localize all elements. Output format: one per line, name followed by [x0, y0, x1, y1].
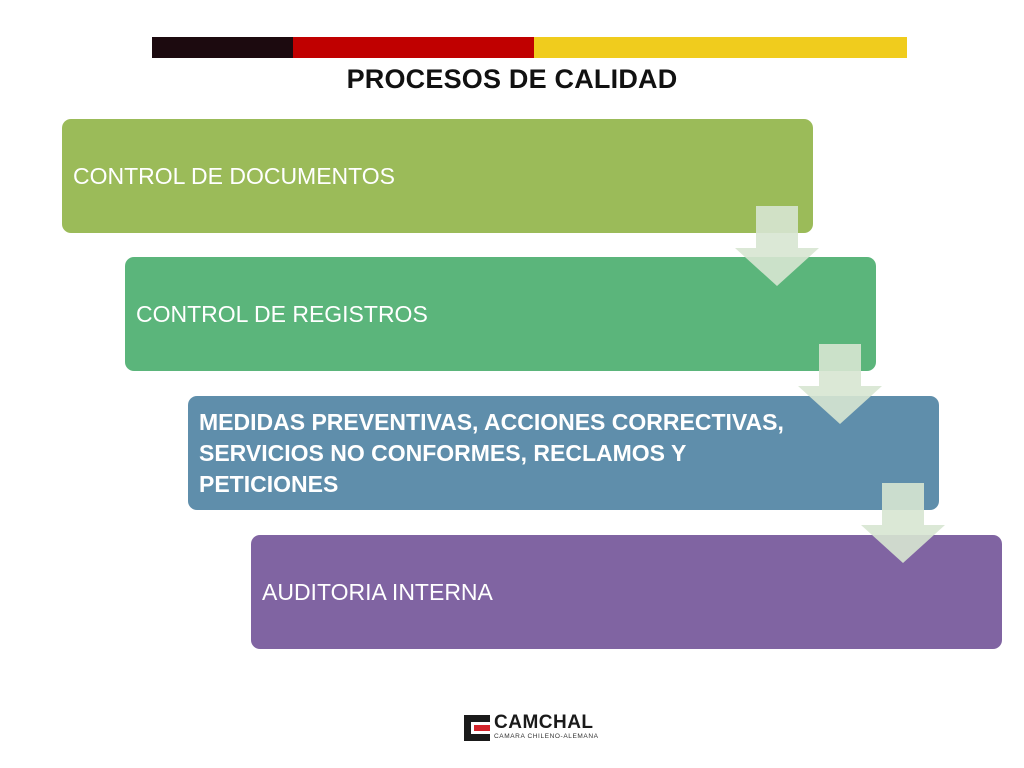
process-step-label: MEDIDAS PREVENTIVAS, ACCIONES CORRECTIVA… [199, 408, 784, 497]
process-step-control-registros: CONTROL DE REGISTROS [125, 257, 876, 371]
process-step-medidas-preventivas: MEDIDAS PREVENTIVAS, ACCIONES CORRECTIVA… [188, 396, 939, 510]
flag-gold-segment [534, 37, 907, 58]
process-step-label: AUDITORIA INTERNA [262, 578, 493, 605]
page-title: PROCESOS DE CALIDAD [346, 64, 678, 94]
process-step-label: CONTROL DE REGISTROS [136, 300, 428, 327]
process-step-label: CONTROL DE DOCUMENTOS [73, 162, 396, 189]
down-arrow-icon [735, 206, 819, 286]
logo-tagline: CAMARA CHILENO-ALEMANA [494, 733, 599, 740]
down-arrow-icon [861, 483, 945, 563]
down-arrow-icon [798, 344, 882, 424]
flag-black-segment [152, 37, 293, 58]
camchal-logo: CAMCHAL CAMARA CHILENO-ALEMANA [464, 712, 599, 741]
logo-brand-name: CAMCHAL [494, 712, 594, 733]
flag-red-segment [293, 37, 534, 58]
process-step-auditoria-interna: AUDITORIA INTERNA [251, 535, 1002, 649]
camchal-logo-icon [464, 714, 490, 741]
flag-color-bar [152, 37, 907, 58]
process-step-control-documentos: CONTROL DE DOCUMENTOS [62, 119, 813, 233]
